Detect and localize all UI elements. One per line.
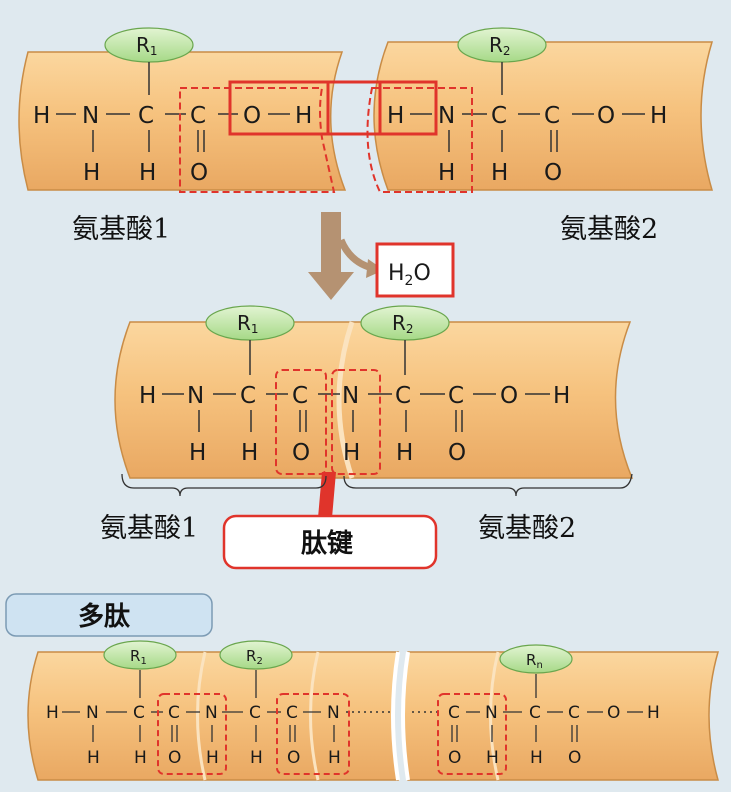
svg-text:O: O [292,440,310,466]
svg-text:H: H [650,103,667,129]
svg-text:H: H [83,160,100,186]
svg-text:H: H [530,748,543,768]
peptide-box-1 [157,693,227,775]
svg-text:H: H [438,160,455,186]
condensation-arrow [308,212,384,300]
svg-text:H: H [139,383,156,409]
svg-text:H: H [328,748,341,768]
rn-group-bottom [499,644,573,674]
dipeptide-cylinder [114,321,634,479]
svg-text:N: N [187,383,204,409]
svg-text:H: H [87,748,100,768]
svg-text:H: H [206,748,219,768]
svg-text:C: C [544,103,560,129]
svg-text:O: O [607,703,620,723]
polypeptide-label: 多肽 [78,602,131,632]
polypeptide-label-box [5,593,213,637]
svg-text:O: O [448,748,461,768]
svg-text:C: C [240,383,256,409]
svg-text:C: C [168,703,180,723]
svg-text:O: O [243,103,261,129]
oh-highlight-box [228,80,330,136]
svg-text:H: H [250,748,263,768]
svg-text:H: H [486,748,499,768]
svg-text:H: H [139,160,156,186]
svg-text:H: H [189,440,206,466]
svg-text:N: N [438,103,455,129]
water-box [375,242,455,298]
svg-text:N: N [327,703,340,723]
amino-dashed-box [366,87,473,193]
peptide-box-2 [276,693,350,775]
svg-text:C: C [292,383,308,409]
svg-text:N: N [485,703,498,723]
r2-group-bottom [219,640,293,670]
peptide-c-o-box [275,369,327,475]
amino-acid-1-caption: 氨基酸1 [72,214,170,245]
amino-acid-1-caption-mid: 氨基酸1 [100,513,198,544]
svg-text:O: O [597,103,615,129]
amino-acid-2-molecule: R2 H N C C O H H H O [366,27,714,193]
dipeptide-molecule: R1 R2 H N C C N C C O H H H O H [114,305,634,518]
svg-text:H: H [134,748,147,768]
svg-text:N: N [205,703,218,723]
svg-text:O: O [448,440,466,466]
r1-group-bottom [103,640,177,670]
amino-acid-2-cylinder [373,41,714,191]
svg-text:H: H [46,703,59,723]
svg-text:H: H [343,440,360,466]
brace-amino-acid-2 [343,473,633,497]
polypeptide-molecule: R1 R2 Rn [27,640,719,781]
peptide-n-h-box [331,369,381,475]
svg-text:O: O [568,748,581,768]
svg-text:C: C [568,703,580,723]
svg-text:C: C [448,703,460,723]
svg-text:N: N [86,703,99,723]
peptide-box-n [437,693,507,775]
svg-text:C: C [249,703,261,723]
svg-text:N: N [82,103,99,129]
svg-text:C: C [529,703,541,723]
svg-text:H: H [33,103,50,129]
peptide-bond-label-box [222,514,438,570]
svg-text:C: C [190,103,206,129]
svg-text:O: O [287,748,300,768]
svg-text:C: C [448,383,464,409]
amino-acid-2-caption-mid: 氨基酸2 [478,513,576,544]
svg-text:C: C [491,103,507,129]
svg-text:O: O [500,383,518,409]
svg-text:H: H [295,103,312,129]
h-highlight-box [378,80,438,136]
amino-acid-1-molecule: R1 H N C C O H H H O [18,27,347,193]
amino-acid-2-caption: 氨基酸2 [560,214,658,245]
svg-text:N: N [342,383,359,409]
svg-text:H: H [241,440,258,466]
svg-text:H: H [396,440,413,466]
svg-text:H: H [491,160,508,186]
svg-text:O: O [190,160,208,186]
svg-text:H: H [647,703,660,723]
svg-text:H: H [387,103,404,129]
svg-text:C: C [138,103,154,129]
svg-text:C: C [395,383,411,409]
amino-acid-1-cylinder [18,51,347,191]
svg-text:O: O [168,748,181,768]
svg-text:O: O [544,160,562,186]
svg-text:H: H [553,383,570,409]
peptide-bond-label: 肽键 [301,528,353,559]
carboxyl-dashed-box [179,87,336,193]
brace-amino-acid-1 [121,473,327,497]
svg-text:C: C [133,703,145,723]
svg-text:C: C [286,703,298,723]
